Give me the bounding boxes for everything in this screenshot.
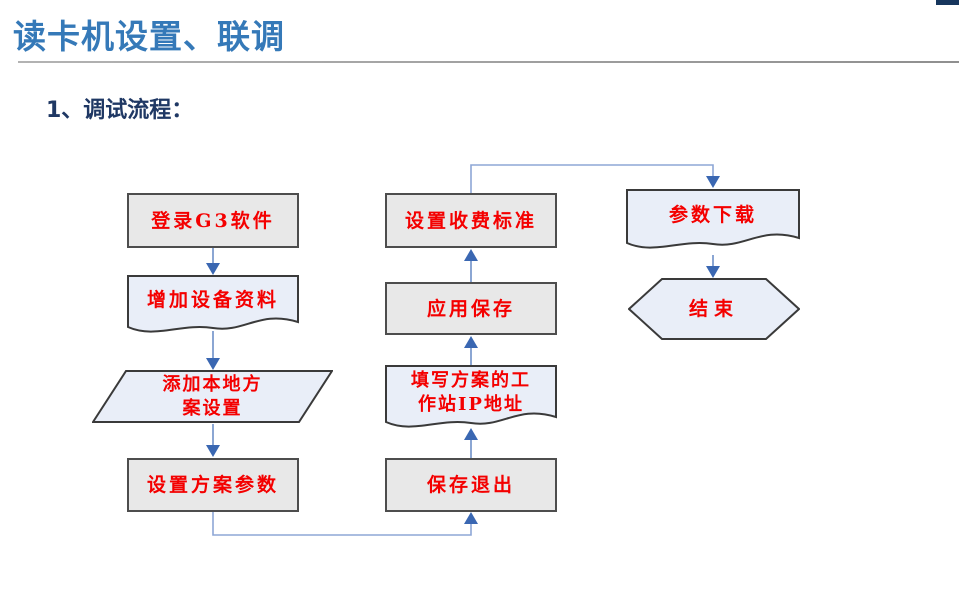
node-label: 登录G3软件 <box>151 209 275 232</box>
flow-node-param-download: 参数下载 <box>626 189 800 253</box>
slide-title: 读卡机设置、联调 <box>13 17 285 56</box>
arrowhead-down-icon <box>706 176 720 188</box>
connector-set-params-to-save-exit <box>212 512 472 536</box>
flow-node-set-fee-standard: 设置收费标准 <box>385 193 557 248</box>
flow-node-fill-workstation-ip: 填写方案的工 作站IP地址 <box>385 365 557 432</box>
connector-set-fee-to-param-download <box>470 164 714 193</box>
document-shape <box>127 275 299 333</box>
flow-node-end: 结束 <box>628 278 800 340</box>
title-divider <box>18 61 959 63</box>
document-shape <box>626 189 800 249</box>
flow-node-add-device-data: 增加设备资料 <box>127 275 299 337</box>
flow-node-save-exit: 保存退出 <box>385 458 557 512</box>
arrowhead-down-icon <box>206 445 220 457</box>
document-shape <box>385 365 557 428</box>
arrowhead-up-icon <box>464 428 478 440</box>
hexagon-shape <box>628 278 800 340</box>
node-label: 结束 <box>688 298 739 320</box>
node-label: 增加设备资料 <box>146 289 279 311</box>
arrowhead-up-icon <box>464 336 478 348</box>
flow-node-login-g3: 登录G3软件 <box>127 193 299 248</box>
corner-accent-bar <box>936 0 959 5</box>
node-label: 参数下载 <box>668 204 757 226</box>
node-label: 应用保存 <box>426 297 515 320</box>
arrowhead-down-icon <box>706 266 720 278</box>
flow-node-apply-save: 应用保存 <box>385 282 557 335</box>
arrowhead-down-icon <box>206 263 220 275</box>
arrowhead-down-icon <box>206 358 220 370</box>
flow-node-set-plan-params: 设置方案参数 <box>127 458 299 512</box>
arrowhead-up-icon <box>464 249 478 261</box>
node-label: 添加本地方 案设置 <box>162 373 263 419</box>
node-label: 设置方案参数 <box>146 474 279 496</box>
node-label: 设置收费标准 <box>404 209 537 232</box>
node-label: 保存退出 <box>426 474 515 496</box>
arrowhead-up-icon <box>464 512 478 524</box>
section-heading: 1、调试流程： <box>46 98 194 123</box>
parallelogram-shape <box>92 370 333 423</box>
flow-node-add-local-plan: 添加本地方 案设置 <box>92 370 333 423</box>
node-label: 填写方案的工 作站IP地址 <box>411 369 531 415</box>
